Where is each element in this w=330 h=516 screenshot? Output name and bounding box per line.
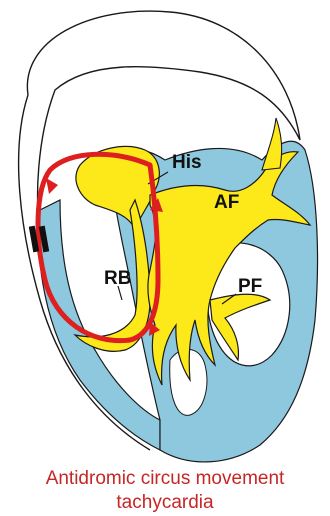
caption-line-2: tachycardia xyxy=(116,492,214,513)
label-rb: RB xyxy=(104,268,131,289)
label-pf: PF xyxy=(238,276,262,297)
label-his: His xyxy=(172,152,202,173)
caption-line-1: Antidromic circus movement xyxy=(46,468,285,489)
label-af: AF xyxy=(214,192,239,213)
circuit-arrow-left xyxy=(46,178,58,194)
af-finger xyxy=(262,118,282,170)
